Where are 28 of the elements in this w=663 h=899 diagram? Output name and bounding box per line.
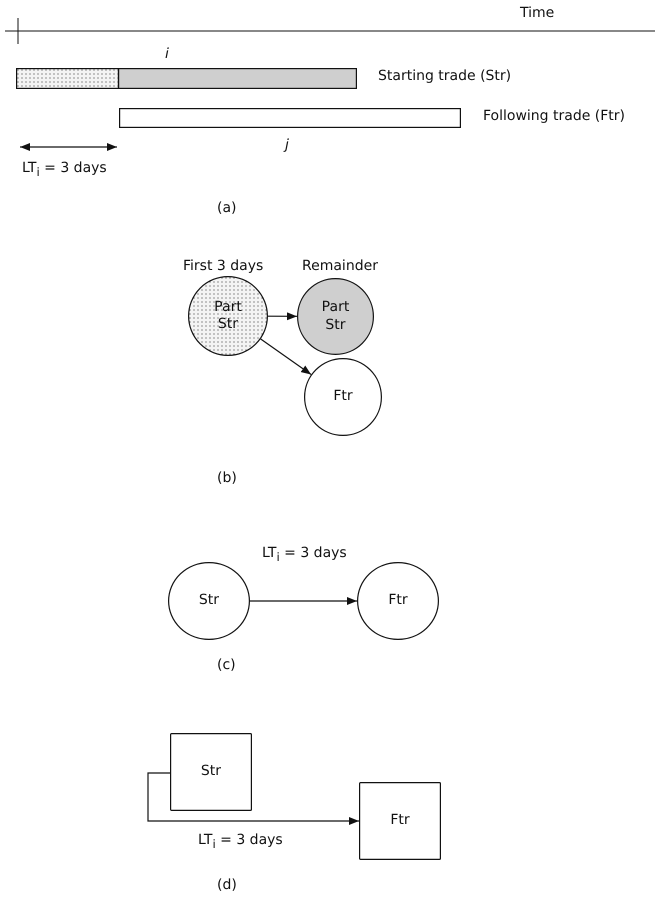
- activity-box: Ftr: [359, 782, 441, 860]
- node-caption: j: [285, 137, 289, 153]
- timeline-bar: [119, 108, 461, 128]
- arrow: [268, 312, 297, 320]
- panel-label: (c): [217, 657, 236, 673]
- arrow: [147, 772, 359, 825]
- activity-circle: Str: [168, 562, 250, 640]
- node-caption: i: [165, 46, 169, 62]
- edge-label: LT$_{i}$ = 3 days: [262, 545, 347, 564]
- node-caption: Starting trade (Str): [378, 68, 512, 84]
- panel-label: (d): [217, 877, 237, 893]
- arrow: [250, 597, 357, 605]
- dimension-label: LT$_{i}$ = 3 days: [22, 160, 107, 179]
- panel-label: (a): [217, 200, 237, 216]
- edge-label: LT$_{i}$ = 3 days: [198, 832, 283, 851]
- node-caption: First 3 days: [183, 258, 264, 274]
- activity-circle: Part Str: [188, 276, 268, 356]
- activity-circle: Ftr: [357, 562, 439, 640]
- activity-circle: Ftr: [304, 358, 382, 436]
- activity-box: Str: [170, 733, 252, 811]
- activity-circle: Part Str: [297, 278, 374, 355]
- timeline-bar: [118, 68, 357, 89]
- node-caption: Following trade (Ftr): [483, 108, 626, 124]
- axis-label: Time: [520, 5, 554, 21]
- panel-label: (b): [217, 470, 237, 486]
- arrow: [260, 338, 312, 376]
- node-caption: Remainder: [302, 258, 378, 274]
- timeline-bar: [16, 68, 119, 89]
